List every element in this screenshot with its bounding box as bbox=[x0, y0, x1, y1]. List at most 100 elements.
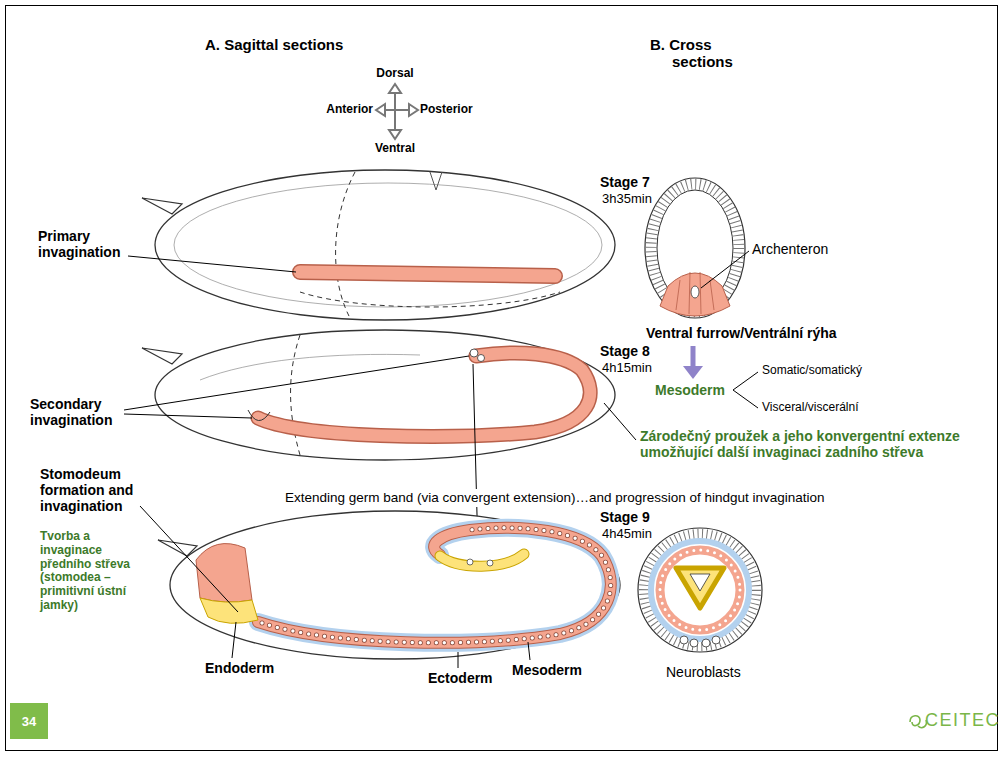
embryo-outline bbox=[155, 330, 615, 460]
mesoderm-cells bbox=[660, 550, 740, 630]
stage-label: Stage 9 bbox=[600, 509, 650, 525]
box-text: 34 bbox=[22, 714, 36, 729]
mesoderm-fate bbox=[683, 346, 758, 408]
neuroblast bbox=[702, 639, 710, 647]
tissue-label: Mesoderm bbox=[655, 382, 725, 398]
gut-lumen bbox=[690, 574, 710, 591]
axis-label: Anterior bbox=[326, 103, 373, 117]
dorsal-fold bbox=[430, 172, 442, 190]
compass-head bbox=[389, 84, 401, 93]
pole-cell bbox=[478, 355, 485, 362]
leader-line bbox=[458, 652, 459, 668]
fate-label: Visceral/viscerální bbox=[762, 401, 858, 415]
callout-label: Primary invagination bbox=[38, 228, 150, 260]
tissue-label: Neuroblasts bbox=[666, 664, 741, 680]
leader-line bbox=[124, 356, 469, 410]
compass bbox=[376, 84, 418, 139]
annotation-text: Zárodečný proužek a jeho konvergentní ex… bbox=[640, 428, 985, 460]
ectoderm-ring bbox=[651, 541, 749, 639]
embryo-outline bbox=[155, 170, 615, 320]
leader-line bbox=[528, 642, 530, 660]
furrow-cell-lines bbox=[676, 272, 714, 314]
compass-head bbox=[409, 104, 418, 116]
time-label: 3h35min bbox=[602, 192, 652, 207]
ectoderm-band bbox=[258, 528, 611, 643]
axis-label: Dorsal bbox=[376, 67, 413, 81]
section-heading: B. Cross sections bbox=[650, 36, 772, 71]
stage-label: Stage 8 bbox=[600, 343, 650, 359]
axis-label: Posterior bbox=[420, 103, 473, 117]
yolk-outline bbox=[174, 183, 602, 307]
furrow-line bbox=[300, 292, 560, 307]
logo-swirl bbox=[910, 716, 920, 726]
branch-line bbox=[733, 390, 758, 408]
annotation-text: Extending germ band (via convergent exte… bbox=[285, 489, 828, 507]
logo-text: CEITEC bbox=[925, 710, 1000, 731]
branch-line bbox=[733, 372, 758, 390]
neuroblast bbox=[690, 639, 698, 647]
embryo-stage8 bbox=[124, 330, 636, 460]
fate-label: Somatic/somatický bbox=[762, 364, 862, 378]
tissue-label: Ectoderm bbox=[428, 670, 493, 686]
hindgut-outline bbox=[440, 554, 524, 566]
embryo-tip bbox=[142, 348, 182, 364]
mesoderm-band bbox=[258, 528, 611, 643]
cross-section-stage7 bbox=[645, 178, 749, 318]
neuroblast bbox=[680, 636, 688, 644]
fate-arrowhead bbox=[683, 366, 703, 379]
hindgut-endoderm bbox=[440, 554, 524, 566]
leader-line bbox=[232, 622, 236, 658]
cross-section-stage9 bbox=[638, 528, 762, 652]
embryo-stage7 bbox=[142, 170, 615, 320]
neuroblast bbox=[712, 636, 720, 644]
cross-outline bbox=[638, 528, 762, 652]
pole-cell bbox=[487, 560, 493, 566]
germ-band bbox=[258, 353, 590, 436]
callout-label: Archenteron bbox=[752, 241, 828, 257]
furrow-cells bbox=[660, 273, 730, 316]
stage-label: Stage 7 bbox=[600, 174, 650, 190]
logo-icon bbox=[910, 716, 926, 728]
fate-arrow bbox=[691, 346, 696, 367]
compass-head bbox=[376, 104, 385, 116]
slide-border bbox=[6, 6, 998, 751]
annotation-text: Tvorba a invaginace předního střeva (sto… bbox=[40, 530, 155, 613]
section-heading: A. Sagittal sections bbox=[205, 36, 343, 53]
tissue-label: Endoderm bbox=[205, 660, 274, 676]
head-mesoderm bbox=[196, 544, 252, 603]
mesoderm-ring bbox=[660, 550, 740, 630]
leader-line bbox=[701, 251, 749, 288]
cephalic-furrow bbox=[291, 335, 300, 455]
embryo-stage9 bbox=[140, 506, 620, 668]
axis-label: Ventral bbox=[375, 142, 415, 156]
callout-label: Stomodeum formation and invagination bbox=[40, 466, 160, 514]
time-label: 4h15min bbox=[602, 361, 652, 376]
mesoderm-band-outline bbox=[258, 528, 611, 643]
leader-line bbox=[604, 403, 636, 440]
embryo-outline bbox=[170, 511, 620, 659]
cell-layer bbox=[651, 184, 739, 312]
compass-axis bbox=[394, 90, 396, 134]
time-label: 4h45min bbox=[602, 527, 652, 542]
cell-layer bbox=[644, 534, 756, 646]
mesoderm-band bbox=[300, 272, 555, 276]
embryo-tip bbox=[142, 198, 182, 214]
compass-head bbox=[389, 130, 401, 139]
endoderm-core bbox=[676, 568, 724, 608]
callout-label: Secondary invagination bbox=[30, 396, 145, 428]
secondary-invagination-fold bbox=[248, 410, 270, 421]
germ-band-outline bbox=[258, 353, 590, 436]
mesoderm-band-outline bbox=[300, 272, 555, 276]
tissue-label: Mesoderm bbox=[512, 662, 582, 678]
cephalic-furrow bbox=[336, 172, 355, 318]
leader-line bbox=[140, 506, 238, 612]
cross-outline bbox=[645, 178, 745, 318]
inner-fold bbox=[200, 354, 420, 380]
mesoderm-cells bbox=[262, 528, 611, 643]
leader-line bbox=[128, 256, 296, 272]
callout-label: Ventral furrow/Ventrální rýha bbox=[646, 325, 837, 341]
mesoderm-cells bbox=[262, 528, 611, 643]
